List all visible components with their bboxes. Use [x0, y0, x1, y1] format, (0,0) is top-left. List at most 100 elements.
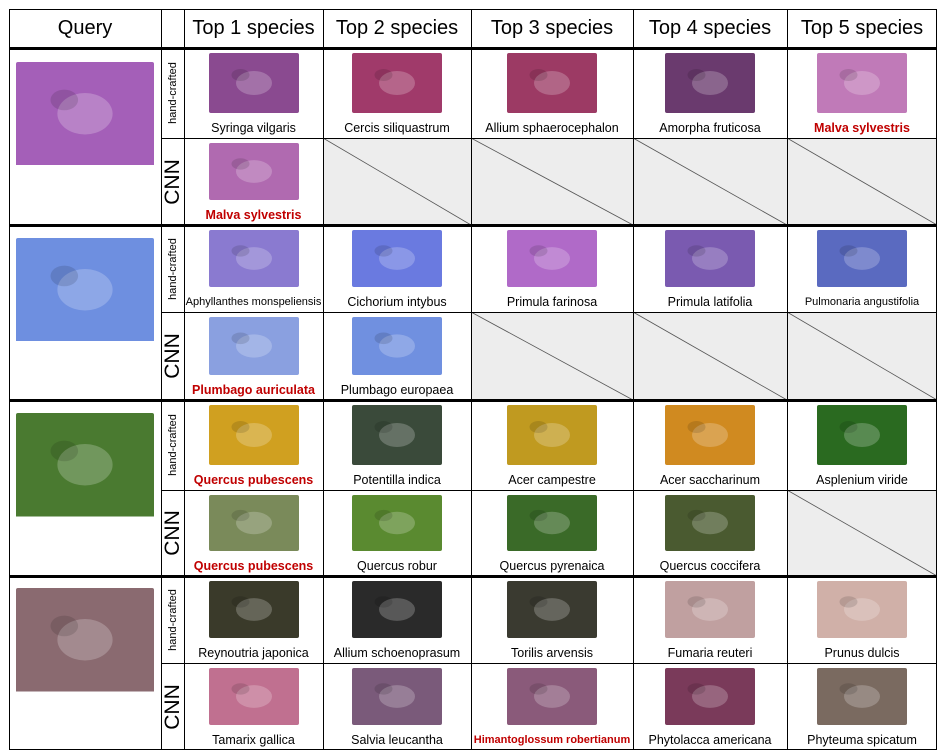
species-photo — [208, 53, 299, 113]
result-cell: Primula farinosa — [471, 225, 633, 312]
species-photo — [352, 230, 442, 287]
result-cell: Reynoutria japonica — [184, 576, 323, 663]
result-cell: Asplenium viride — [787, 400, 937, 490]
grid-line — [9, 9, 10, 750]
result-cell: Phyteuma spicatum — [787, 663, 937, 750]
result-cell: Fumaria reuteri — [633, 576, 787, 663]
grid-line — [470, 9, 472, 750]
species-photo — [208, 495, 299, 551]
grid-line — [9, 574, 937, 578]
result-cell: Tamarix gallica — [184, 663, 323, 750]
grid-line — [9, 46, 937, 50]
empty-result-cell — [787, 312, 937, 400]
species-photo — [665, 53, 755, 113]
species-photo — [665, 230, 755, 287]
species-name: Allium sphaerocephalon — [485, 121, 619, 135]
species-photo — [208, 668, 299, 725]
grid-line — [786, 9, 788, 750]
species-name: Potentilla indica — [353, 473, 441, 487]
species-photo — [352, 495, 442, 551]
column-header-top-2: Top 2 species — [323, 9, 471, 48]
result-cell: Salvia leucantha — [323, 663, 471, 750]
species-name: Prunus dulcis — [824, 646, 900, 660]
species-name: Phyteuma spicatum — [807, 733, 917, 747]
grid-line — [160, 9, 162, 750]
species-photo — [208, 405, 299, 465]
empty-result-cell — [787, 138, 937, 225]
column-header-top-3: Top 3 species — [471, 9, 633, 48]
species-name: Syringa vilgaris — [211, 121, 296, 135]
species-name: Salvia leucantha — [351, 733, 443, 747]
empty-result-cell — [787, 490, 937, 576]
empty-result-cell — [471, 138, 633, 225]
method-label-handcrafted: hand-crafted — [161, 576, 184, 663]
species-photo — [208, 230, 299, 287]
species-name-correct: Plumbago auriculata — [192, 383, 315, 397]
result-cell: Acer campestre — [471, 400, 633, 490]
result-cell: Quercus pyrenaica — [471, 490, 633, 576]
species-name: Cichorium intybus — [347, 295, 447, 309]
species-name: Quercus robur — [357, 559, 437, 573]
result-cell: Cercis siliquastrum — [323, 48, 471, 138]
result-cell: Cichorium intybus — [323, 225, 471, 312]
species-name: Quercus pyrenaica — [499, 559, 605, 573]
species-name-correct: Himantoglossum robertianum — [473, 734, 631, 746]
query-cell — [9, 576, 161, 750]
method-label-handcrafted: hand-crafted — [161, 48, 184, 138]
method-label-cnn: CNN — [161, 138, 184, 225]
species-name-correct: Malva sylvestris — [205, 208, 302, 222]
species-name: Fumaria reuteri — [667, 646, 753, 660]
species-name: Cercis siliquastrum — [344, 121, 450, 135]
result-cell: Allium sphaerocephalon — [471, 48, 633, 138]
species-photo — [352, 668, 442, 725]
query-header: Query — [9, 9, 161, 48]
result-cell: Phytolacca americana — [633, 663, 787, 750]
species-name: Torilis arvensis — [511, 646, 593, 660]
empty-result-cell — [633, 138, 787, 225]
species-name: Aphyllanthes monspeliensis — [185, 296, 322, 308]
query-cell — [9, 400, 161, 576]
species-name-correct: Malva sylvestris — [814, 121, 910, 135]
species-name: Pulmonaria angustifolia — [804, 296, 920, 308]
species-name: Primula latifolia — [667, 295, 753, 309]
method-label-text: CNN — [161, 510, 184, 556]
species-name: Primula farinosa — [506, 295, 598, 309]
grid-line — [161, 489, 937, 491]
grid-line — [632, 9, 634, 750]
method-header-blank — [161, 9, 184, 48]
query-image — [16, 413, 154, 563]
result-cell: Acer saccharinum — [633, 400, 787, 490]
result-cell: Himantoglossum robertianum — [471, 663, 633, 750]
method-label-cnn: CNN — [161, 663, 184, 750]
species-name: Acer saccharinum — [659, 473, 761, 487]
species-name: Quercus coccifera — [659, 559, 761, 573]
species-photo — [507, 405, 597, 465]
result-cell: Potentilla indica — [323, 400, 471, 490]
species-photo — [507, 53, 597, 113]
species-photo — [665, 668, 755, 725]
grid-line — [161, 137, 937, 139]
species-photo — [352, 53, 442, 113]
species-photo — [665, 495, 755, 551]
method-label-text: hand-crafted — [166, 414, 179, 476]
species-photo — [208, 317, 299, 375]
query-cell — [9, 48, 161, 225]
method-label-text: hand-crafted — [166, 588, 179, 651]
method-label-cnn: CNN — [161, 490, 184, 576]
species-photo — [665, 581, 755, 638]
result-cell: Plumbago auriculata — [184, 312, 323, 400]
result-cell: Malva sylvestris — [787, 48, 937, 138]
species-photo — [507, 581, 597, 638]
species-photo — [817, 581, 907, 638]
species-photo — [352, 581, 442, 638]
grid-line — [161, 311, 937, 313]
species-photo — [352, 405, 442, 465]
species-name: Allium schoenoprasum — [333, 646, 461, 660]
species-photo — [665, 405, 755, 465]
empty-result-cell — [323, 138, 471, 225]
column-header-top-5: Top 5 species — [787, 9, 937, 48]
species-name: Amorpha fruticosa — [659, 121, 761, 135]
grid-line — [9, 748, 937, 750]
method-label-text: CNN — [161, 683, 184, 730]
